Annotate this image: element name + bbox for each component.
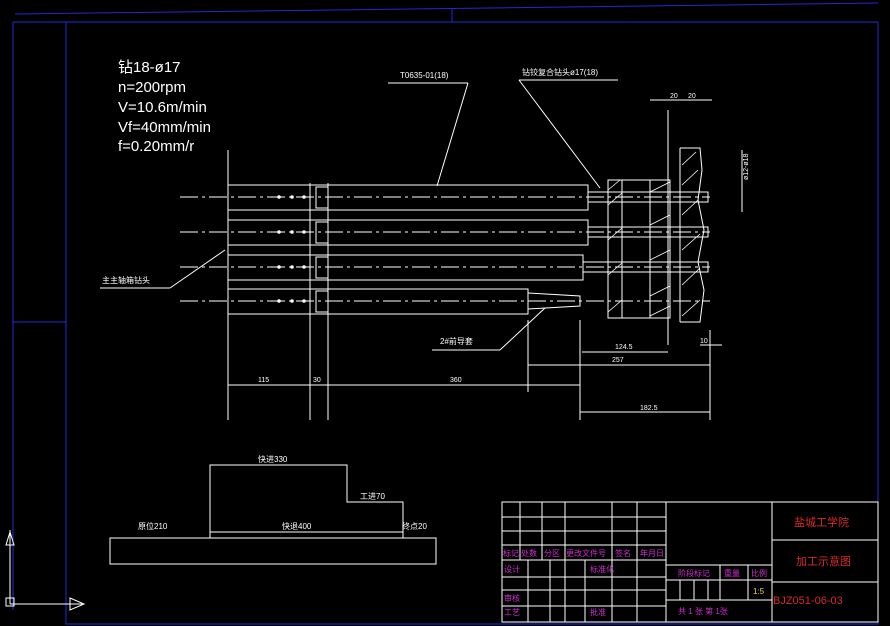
dim-30: 30 xyxy=(313,377,321,384)
tb-header-change: 更改文件号 xyxy=(566,548,606,558)
dim-115: 115 xyxy=(258,377,269,384)
cycle-work-feed: 工进70 xyxy=(360,492,385,501)
cycle-total: 快退400 xyxy=(282,521,312,531)
param-diameter: 钻18-ø17 xyxy=(118,59,181,76)
label-spindle-box: 主主轴箱钻头 xyxy=(102,275,150,285)
dim-124-5: 124.5 xyxy=(615,344,633,351)
tb-sheet: 共 1 张 第 1张 xyxy=(678,606,728,616)
tb-stage-mark: 阶段标记 xyxy=(678,568,710,578)
tb-approve: 批准 xyxy=(590,607,606,617)
spindle-row-4 xyxy=(180,288,710,315)
dim-257: 257 xyxy=(612,357,624,364)
leader-guide xyxy=(499,307,546,351)
cycle-start: 原位210 xyxy=(138,521,168,531)
leader-tool-right xyxy=(518,79,601,189)
tb-ratio: 比例 xyxy=(751,568,767,578)
dim-dia: ø12-ø18 xyxy=(743,153,750,180)
param-speed: n=200rpm xyxy=(118,79,186,96)
tb-header-sign: 签名 xyxy=(615,548,631,558)
tb-process: 工艺 xyxy=(504,608,520,617)
guide-bushing-block xyxy=(607,179,671,319)
tb-header-date: 年月日 xyxy=(640,548,664,558)
dim-182-5: 182.5 xyxy=(640,405,658,412)
dim-10: 10 xyxy=(700,338,708,345)
tb-standard: 标准化 xyxy=(590,564,614,574)
tb-drawing-no: BJZ051-06-03 xyxy=(773,595,843,607)
param-feed: f=0.20mm/r xyxy=(118,138,194,155)
spindle-row-3 xyxy=(180,254,710,281)
workpiece-section xyxy=(667,110,705,345)
tb-weight: 重量 xyxy=(724,568,740,578)
dim-20-right: 20 xyxy=(688,93,696,100)
param-velocity: V=10.6m/min xyxy=(118,99,207,116)
title-block xyxy=(501,501,879,623)
tb-header-count: 处数 xyxy=(521,548,537,558)
spindle-row-2 xyxy=(180,219,710,246)
cutting-parameters: 钻18-ø17 n=200rpm V=10.6m/min Vf=40mm/min… xyxy=(118,59,211,155)
label-tool-right: 钻铰复合钻头ø17(18) xyxy=(522,67,598,77)
tb-drawing-title: 加工示意图 xyxy=(796,554,851,568)
tb-review: 审核 xyxy=(504,593,520,603)
tb-school: 盐城工学院 xyxy=(794,515,849,529)
tb-scale: 1:5 xyxy=(753,587,765,596)
feed-cycle-diagram xyxy=(109,464,437,565)
label-guide-sleeve: 2#前导套 xyxy=(440,336,473,346)
param-feed-rate: Vf=40mm/min xyxy=(118,119,211,136)
cycle-end: 终点20 xyxy=(402,521,427,531)
row-markers xyxy=(277,195,306,303)
leader-spindle xyxy=(169,249,226,289)
tb-header-zone: 分区 xyxy=(544,549,560,558)
tb-design: 设计 xyxy=(504,564,520,574)
dim-20-left: 20 xyxy=(670,93,678,100)
spindle-row-1 xyxy=(180,184,710,211)
dimension-lines xyxy=(228,320,722,420)
label-tool-code: T0635-01(18) xyxy=(400,71,449,80)
ucs-icon xyxy=(5,530,86,611)
dim-360: 360 xyxy=(450,377,462,384)
top-ruler-line xyxy=(14,2,879,15)
cycle-fast-forward: 快进330 xyxy=(258,454,288,464)
leader-tool-code xyxy=(436,82,469,187)
tb-header-mark: 标记 xyxy=(503,548,519,558)
